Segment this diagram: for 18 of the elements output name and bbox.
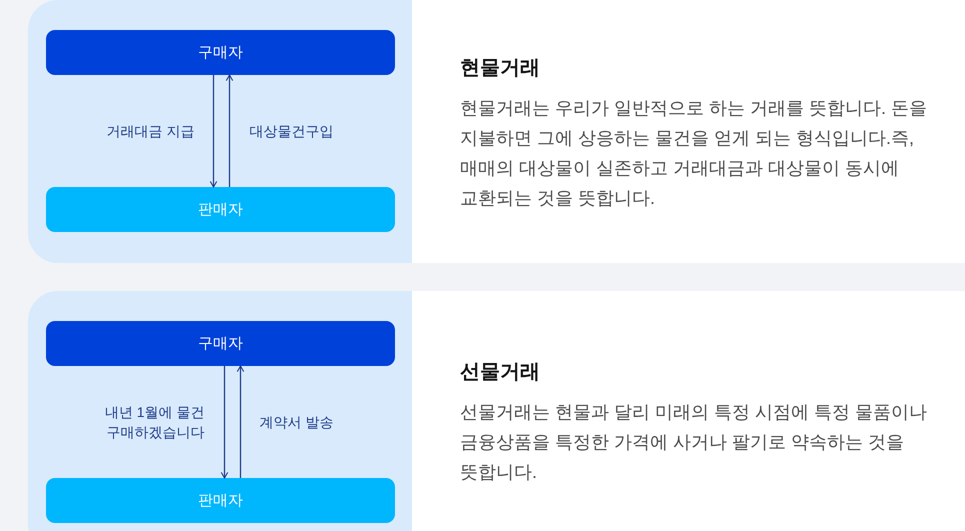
card-title: 현물거래 — [460, 56, 540, 81]
card-title: 선물거래 — [460, 360, 540, 385]
seller-box: 판매자 — [46, 187, 395, 232]
arrow — [220, 366, 228, 479]
buyer-box: 구매자 — [46, 30, 395, 75]
arrow — [210, 75, 218, 188]
info-card — [28, 291, 965, 531]
info-card — [28, 0, 965, 263]
seller-box: 판매자 — [46, 478, 395, 523]
edge-label: 거래대금 지급 — [106, 122, 194, 141]
edge-label: 계약서 발송 — [260, 413, 334, 432]
buyer-box: 구매자 — [46, 321, 395, 366]
card-description: 현물거래는 우리가 일반적으로 하는 거래를 뜻합니다. 돈을 지불하면 그에 상응하는 물건을 얻게 되는 형식입니다.즉, 매매의 대상물이 실존하고 거래대금과 대상물이 동시에 교환되는 것을 뜻합니다. — [460, 97, 928, 210]
edge-label: 대상물건구입 — [250, 122, 334, 141]
edge-label: 내년 1월에 물건 구매하겠습니다 — [104, 403, 204, 442]
card-description: 선물거래는 현물과 달리 미래의 특정 시점에 특정 물품이나 금융상품을 특정한 가격에 사거나 팔기로 약속하는 것을 뜻합니다. — [460, 401, 928, 484]
arrow — [226, 74, 234, 187]
arrow — [236, 365, 244, 478]
